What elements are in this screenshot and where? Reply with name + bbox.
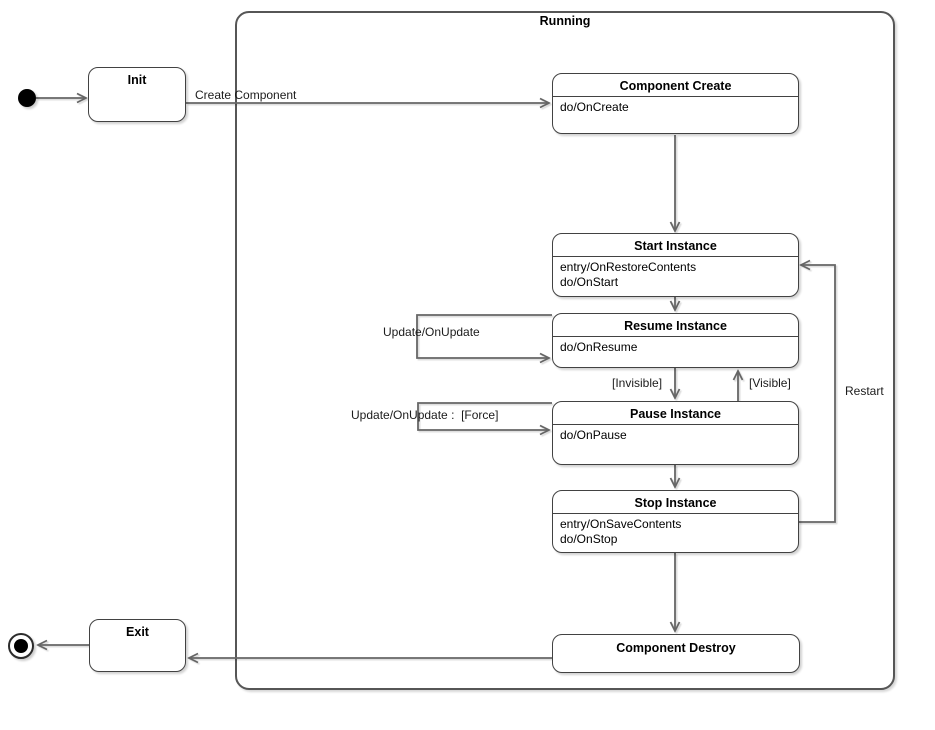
state-start-instance-activity: do/OnStart: [560, 275, 619, 289]
label-visible: [Visible]: [749, 376, 791, 390]
state-start-instance-entry: entry/OnRestoreContents: [560, 260, 697, 274]
state-stop-instance-activity: do/OnStop: [560, 532, 618, 546]
final-state-inner-dot: [14, 639, 28, 653]
state-component-create[interactable]: Component Create do/OnCreate: [552, 73, 799, 134]
state-component-create-activity: do/OnCreate: [560, 100, 629, 114]
state-resume-instance[interactable]: Resume Instance do/OnResume: [552, 313, 799, 368]
final-state-marker[interactable]: [8, 633, 34, 659]
state-component-destroy[interactable]: Component Destroy: [552, 634, 800, 673]
state-stop-instance-entry: entry/OnSaveContents: [560, 517, 682, 531]
state-start-instance[interactable]: Start Instance entry/OnRestoreContents d…: [552, 233, 799, 297]
state-component-destroy-title: Component Destroy: [616, 641, 736, 655]
composite-state-running-title: Running: [539, 14, 591, 28]
label-create-component: Create Component: [195, 88, 297, 102]
state-start-instance-title: Start Instance: [553, 234, 798, 257]
state-stop-instance-title: Stop Instance: [553, 491, 798, 514]
label-restart: Restart: [845, 384, 884, 398]
edge-pause-self-update-force[interactable]: [417, 402, 552, 430]
edge-restart[interactable]: [798, 265, 836, 523]
label-update-onupdate-force: Update/OnUpdate : [Force]: [351, 408, 499, 422]
state-exit-title: Exit: [126, 625, 149, 639]
state-init-title: Init: [127, 73, 147, 87]
edge-resume-self-update[interactable]: [416, 314, 552, 358]
initial-state-marker[interactable]: [18, 89, 36, 107]
state-pause-instance-activity: do/OnPause: [560, 428, 627, 442]
state-resume-instance-activity: do/OnResume: [560, 340, 638, 354]
state-resume-instance-title: Resume Instance: [553, 314, 798, 337]
state-pause-instance[interactable]: Pause Instance do/OnPause: [552, 401, 799, 465]
state-stop-instance[interactable]: Stop Instance entry/OnSaveContents do/On…: [552, 490, 799, 553]
state-component-create-title: Component Create: [553, 74, 798, 97]
state-pause-instance-title: Pause Instance: [553, 402, 798, 425]
state-init[interactable]: Init: [88, 67, 186, 122]
label-update-onupdate: Update/OnUpdate: [383, 325, 480, 339]
state-exit[interactable]: Exit: [89, 619, 186, 672]
label-invisible: [Invisible]: [612, 376, 663, 390]
